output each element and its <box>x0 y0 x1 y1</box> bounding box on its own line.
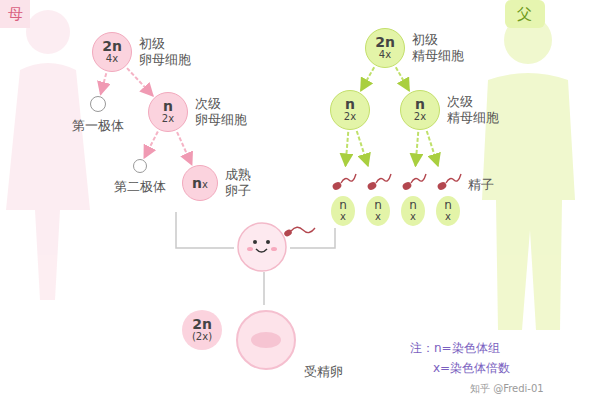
chromosome-count: 2x <box>414 112 426 123</box>
cell-circle: nx <box>182 165 218 201</box>
cell-label-group: n2x <box>414 97 426 122</box>
ploidy-label: n <box>345 97 355 112</box>
chromosome-count: 2x <box>162 114 174 125</box>
cell-label-group: n2x <box>344 97 356 122</box>
cell-circle: n2x <box>330 90 370 130</box>
chromosome-count: 4x <box>106 54 118 65</box>
sperm-node-box: nx <box>328 168 358 226</box>
ploidy-label: 2n <box>375 35 395 50</box>
division-arrow <box>177 132 192 165</box>
father-tag-bg <box>505 0 545 28</box>
division-arrow <box>427 131 438 166</box>
mother-label: 母 <box>8 5 23 24</box>
division-arrow <box>415 132 418 166</box>
bracket-line <box>290 228 335 248</box>
sperm-label: 精子 <box>468 176 494 194</box>
cell-label-group: n2x <box>162 99 174 124</box>
cell-name: 次级 卵母细胞 <box>195 96 247 129</box>
cell-name: 次级 精母细胞 <box>447 94 499 127</box>
sperm-icon <box>328 168 358 194</box>
cell-name: 成熟 卵子 <box>225 167 251 200</box>
sperm-icon <box>433 168 463 194</box>
sperm-icon <box>363 168 393 194</box>
ploidy-label: n <box>163 99 173 114</box>
division-arrow <box>357 131 368 166</box>
mother-tag-bg <box>0 0 30 28</box>
father-figure <box>482 16 575 330</box>
division-arrow <box>127 68 153 96</box>
chromosome-count: x <box>445 212 451 223</box>
ploidy-label: n <box>374 199 382 212</box>
father-label: 父 <box>517 5 532 24</box>
cell-name: 第一极体 <box>72 118 124 134</box>
sperm-node-box: nx <box>398 168 428 226</box>
polar-body-circle <box>90 96 106 112</box>
sperm-nucleus-oval: nx <box>436 196 460 226</box>
division-arrow <box>101 73 107 94</box>
division-arrow <box>361 67 374 91</box>
sperm-nucleus-oval: nx <box>366 196 390 226</box>
chromosome-count: x <box>340 212 346 223</box>
ploidy-circle: 2n(2x) <box>182 310 222 350</box>
sperm-node-box: nx <box>433 168 463 226</box>
sperm-nucleus-oval: nx <box>331 196 355 226</box>
cell-circle: 2n4x <box>365 28 405 68</box>
ploidy-label: 2n <box>192 317 212 332</box>
zygote-nucleus <box>251 332 281 348</box>
note-text: x=染色体倍数 <box>433 360 510 377</box>
cell-label-group: 2n4x <box>375 35 395 60</box>
ploidy-label: n <box>192 176 202 191</box>
cell-name: 初级 精母细胞 <box>412 32 464 65</box>
cell-name: 受精卵 <box>304 364 343 380</box>
watermark: 知乎 @Fredi-01 <box>470 382 544 396</box>
division-arrow <box>396 67 409 91</box>
chromosome-count: x <box>410 212 416 223</box>
cell-circle: n2x <box>148 92 188 132</box>
division-arrow <box>345 132 348 166</box>
chromosome-count: x <box>202 180 208 191</box>
ploidy-label: n <box>409 199 417 212</box>
cell-name: 第二极体 <box>114 179 166 195</box>
cell-circle: n2x <box>400 90 440 130</box>
chromosome-count: (2x) <box>192 332 212 343</box>
zygote-circle <box>236 310 296 370</box>
polar-body-circle <box>133 159 147 173</box>
sperm-node-box: nx <box>363 168 393 226</box>
cell-label-group: 2n4x <box>102 39 122 64</box>
mother-figure <box>6 10 90 300</box>
sperm-icon <box>398 168 428 194</box>
ploidy-label: n <box>339 199 347 212</box>
bracket-line <box>176 212 234 248</box>
note-text: 注：n=染色体组 <box>410 340 500 357</box>
cell-circle: 2n4x <box>92 32 132 72</box>
ploidy-label: 2n <box>102 39 122 54</box>
bracket-line <box>263 272 265 305</box>
cell-name: 初级 卵母细胞 <box>139 36 191 69</box>
cell-label-group: nx <box>192 176 208 191</box>
chromosome-count: 4x <box>379 50 391 61</box>
sperm-nucleus-oval: nx <box>401 196 425 226</box>
fertilization-cell <box>238 223 315 271</box>
ploidy-label: n <box>415 97 425 112</box>
chromosome-count: x <box>375 212 381 223</box>
ploidy-label: n <box>444 199 452 212</box>
chromosome-count: 2x <box>344 112 356 123</box>
division-arrow <box>144 132 158 158</box>
